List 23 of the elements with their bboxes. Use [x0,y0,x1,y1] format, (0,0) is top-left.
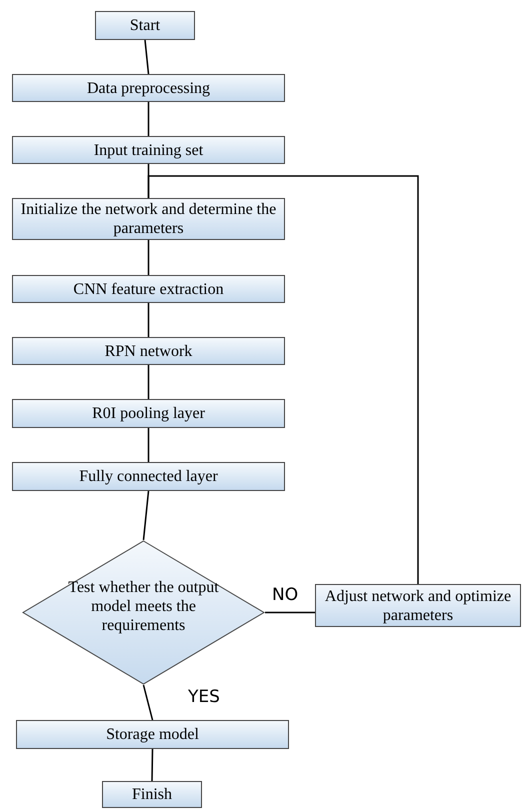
process-box: CNN feature extraction [12,275,285,303]
connector-line [142,490,150,540]
process-box: Adjust network and optimize parameters [315,584,521,627]
decision-text: Test whether the output model meets the requirements [67,578,220,635]
connector-line [144,40,150,74]
process-box: R0I pooling layer [12,399,285,428]
connector-line [148,365,150,399]
process-box: Data preprocessing [12,74,285,102]
connector-line [148,102,150,136]
connector-line [148,175,419,584]
connector-line [148,303,150,337]
connector-line [142,684,154,720]
connector-line [148,428,150,462]
process-box: Fully connected layer [12,462,285,491]
connector-line [151,748,154,782]
connector-line [265,612,315,614]
process-box: Start [95,11,195,40]
process-box: Initialize the network and determine the parameters [12,198,285,240]
process-box: Finish [102,781,202,808]
process-box: Input training set [12,136,285,164]
connector-line [148,240,150,275]
process-box: Storage model [16,720,289,749]
process-box: RPN network [12,337,285,365]
